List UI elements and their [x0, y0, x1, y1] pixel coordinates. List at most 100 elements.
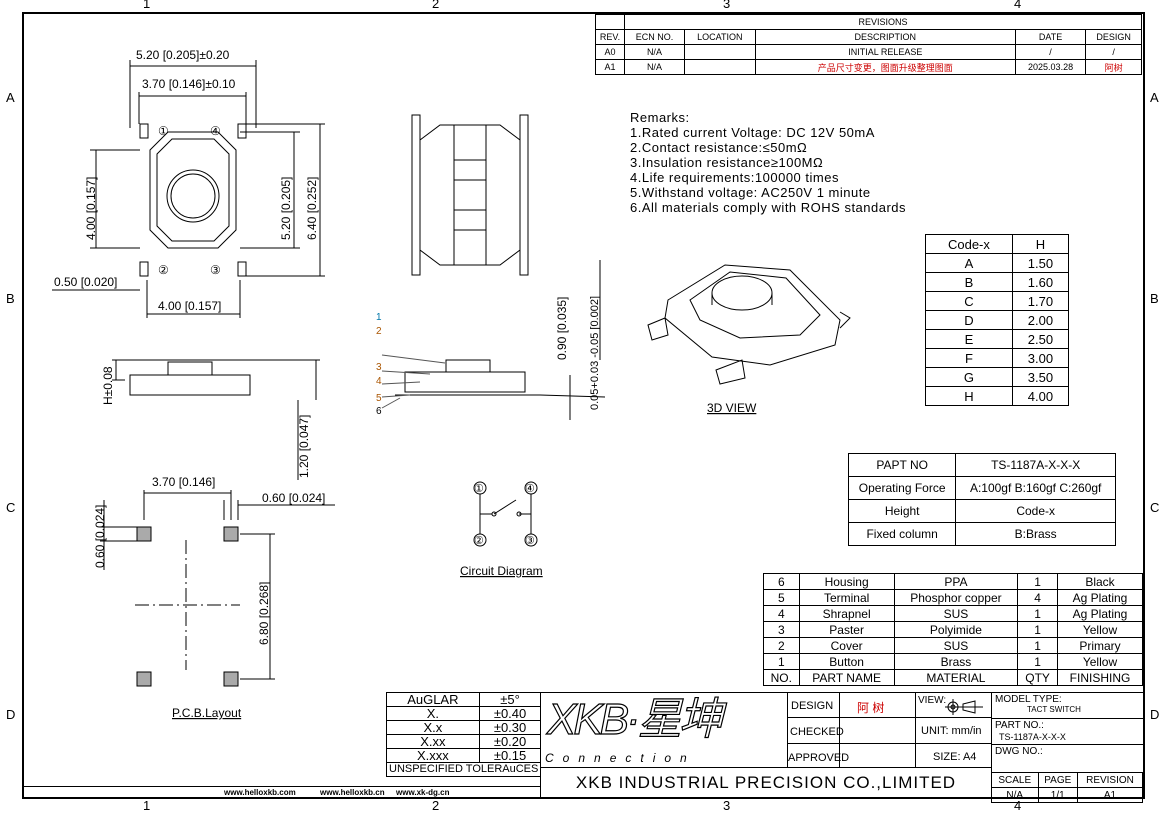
dim-side-b: 0.05+0.03 -0.05 [0.002]: [589, 296, 601, 410]
projection-symbol-icon: [945, 699, 983, 715]
pcb-layout: [100, 490, 335, 687]
cell: ±0.20: [478, 734, 542, 749]
cell: A:100gf B:160gf C:260gf: [955, 476, 1116, 500]
dim-pcb-height: 6.80 [0.268]: [257, 582, 271, 645]
zone-col-1: 1: [143, 0, 151, 11]
zone-col-2: 2: [432, 0, 440, 11]
pin-2-label: ②: [158, 263, 169, 277]
view-label: VIEW:: [918, 695, 947, 706]
cell: Yellow: [1056, 653, 1144, 670]
cell: Phosphor copper: [893, 589, 1019, 606]
dim-inner-width: 3.70 [0.146]±0.10: [142, 77, 236, 91]
checked-label: CHECKED: [790, 726, 844, 738]
logo-subtitle: Connection: [545, 751, 696, 765]
dim-pcb-spacing: 3.70 [0.146]: [152, 475, 215, 489]
dim-side-height: H±0.08: [101, 366, 115, 405]
logo-text: XKB·星坤: [546, 694, 723, 744]
top-view: [52, 60, 325, 318]
cell: 产品尺寸变更，图面升级整理图面: [754, 59, 1016, 75]
callout-2: 2: [376, 326, 382, 337]
dim-mid-height: 5.20 [0.205]: [279, 177, 293, 240]
zone-col-3-bottom: 3: [723, 798, 731, 813]
tolerance-footer: UNSPECIFIED TOLERAuCES: [385, 762, 542, 777]
size-label: SIZE: A4: [933, 751, 977, 763]
website-link: www.xk-dg.cn: [396, 788, 450, 797]
circuit-diagram: [473, 481, 538, 547]
callout-3: 3: [376, 362, 382, 373]
zone-row-c-right: C: [1150, 500, 1160, 515]
zone-row-a-right: A: [1150, 90, 1159, 105]
cell: 3.00: [1011, 348, 1070, 368]
header: QTY: [1017, 669, 1058, 686]
callout-1: 1: [376, 312, 382, 323]
cell: 3.50: [1011, 367, 1070, 387]
cell: X.x: [386, 720, 480, 735]
remark-item: 2.Contact resistance:≤50mΩ: [630, 140, 808, 155]
title-block: XKB·星坤 Connection XKB INDUSTRIAL PRECISI…: [540, 692, 1144, 803]
remark-item: 6.All materials comply with ROHS standar…: [630, 200, 907, 215]
designer-name: 阿 树: [857, 701, 885, 715]
circuit-pin-3: ③: [525, 535, 535, 547]
zone-col-4-bottom: 4: [1014, 798, 1022, 813]
company-logo: XKB·星坤 Connection: [543, 694, 783, 767]
callout-5: 5: [376, 393, 382, 404]
dim-pcb-vertical: 1.20 [0.047]: [297, 415, 311, 478]
sheet-border: [22, 12, 1145, 799]
cell: PPA: [893, 573, 1019, 590]
remark-item: 3.Insulation resistance≥100MΩ: [630, 155, 824, 170]
callout-4: 4: [376, 376, 382, 387]
unit-label: UNIT: mm/in: [921, 725, 982, 737]
dim-pcb-pad: 0.60 [0.024]: [262, 491, 325, 505]
cell: Polyimide: [893, 621, 1019, 638]
zone-row-a: A: [6, 90, 15, 105]
cell: 4.00: [1011, 386, 1070, 406]
remarks-title: Remarks:: [630, 110, 690, 125]
circuit-pin-2: ②: [474, 535, 484, 547]
revision-value: A1: [1076, 787, 1144, 803]
zone-col-2-bottom: 2: [432, 798, 440, 813]
circuit-pin-4: ④: [525, 483, 535, 495]
website-link: www.helloxkb.com: [224, 788, 296, 797]
website-link: www.helloxkb.cn: [320, 788, 385, 797]
approved-label: APPROVED: [788, 752, 850, 764]
remark-item: 1.Rated current Voltage: DC 12V 50mA: [630, 125, 875, 140]
3d-view-label: 3D VIEW: [707, 401, 757, 415]
part-no-value: TS-1187A-X-X-X: [999, 732, 1066, 742]
cell: 2.50: [1011, 329, 1070, 349]
zone-row-c: C: [6, 500, 16, 515]
model-type-value: TACT SWITCH: [1027, 705, 1081, 714]
header: MATERIAL: [893, 669, 1019, 686]
callout-6: 6: [376, 406, 382, 417]
zone-row-d-right: D: [1150, 707, 1160, 722]
circuit-pin-1: ①: [474, 483, 484, 495]
front-view: [411, 114, 529, 276]
cell: Primary: [1056, 637, 1144, 654]
page-value: 1/1: [1037, 787, 1078, 803]
dwg-no-label: DWG NO.:: [995, 746, 1043, 757]
cell: TS-1187A-X-X-X: [955, 453, 1116, 477]
header: PART NAME: [798, 669, 895, 686]
dim-pin-width: 0.50 [0.020]: [54, 275, 117, 289]
header: FINISHING: [1056, 669, 1144, 686]
cell: X.xx: [386, 734, 480, 749]
cell: PAPT NO: [847, 453, 957, 477]
zone-col-3: 3: [723, 0, 731, 11]
company-name: XKB INDUSTRIAL PRECISION CO.,LIMITED: [541, 767, 991, 793]
cell: AuGLAR: [386, 692, 480, 707]
zone-col-4: 4: [1014, 0, 1022, 11]
zone-row-b-right: B: [1150, 291, 1159, 306]
pin-1-label: ①: [158, 124, 169, 138]
dim-bottom-width: 4.00 [0.157]: [158, 299, 221, 313]
side-view: [112, 260, 606, 480]
cell: A1: [595, 59, 625, 75]
dim-right-height: 6.40 [0.252]: [305, 177, 319, 240]
header: NO.: [763, 669, 800, 686]
website-row: www.helloxkb.com www.helloxkb.cn www.xk-…: [24, 786, 540, 797]
3d-view: [647, 264, 851, 385]
cell: ±0.30: [478, 720, 542, 735]
